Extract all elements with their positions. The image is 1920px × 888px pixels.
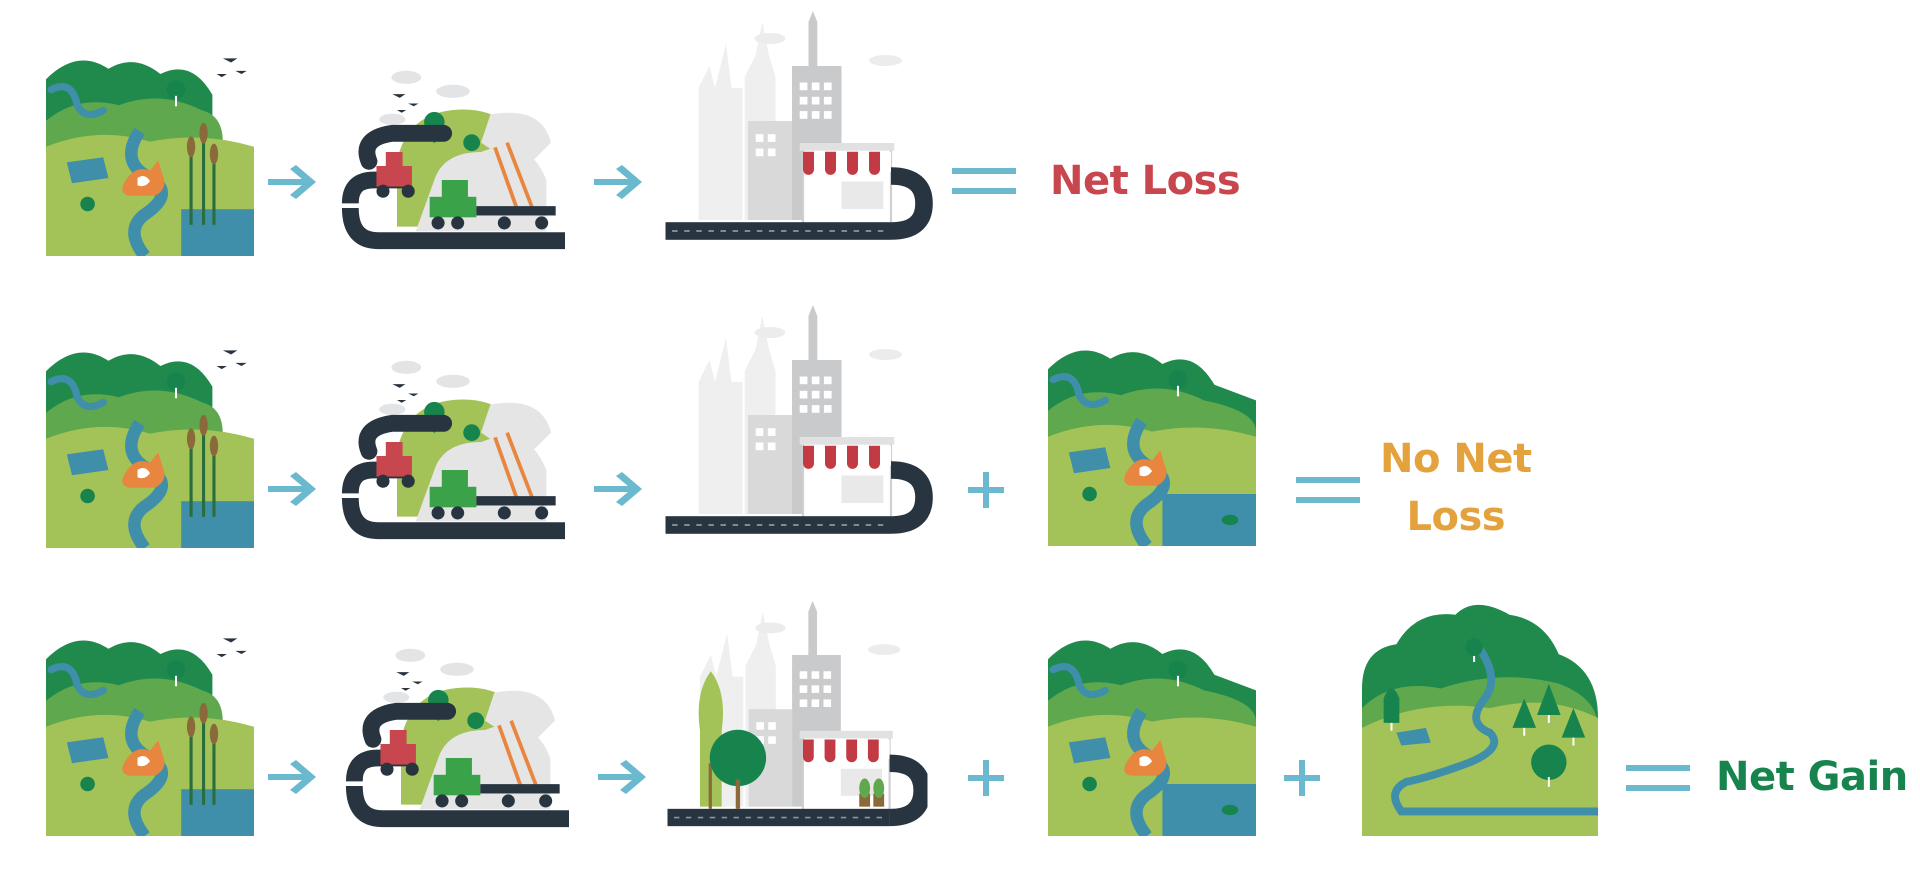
city-development-icon <box>660 0 935 264</box>
construction-land-clearing-icon <box>334 618 580 842</box>
equals-icon <box>1626 763 1690 793</box>
result-label-line: Loss <box>1406 494 1506 540</box>
result-label-line: Net Loss <box>1050 158 1241 204</box>
equals-icon <box>1296 475 1360 505</box>
arrow-right-icon <box>594 757 654 797</box>
restored-habitat-icon <box>1048 338 1256 546</box>
plus-icon <box>966 758 1006 798</box>
wetland-habitat-icon <box>46 48 254 256</box>
arrow-right-icon <box>264 757 324 797</box>
result-label-line: No Net <box>1380 436 1532 482</box>
arrow-right-icon <box>264 162 324 202</box>
construction-land-clearing-icon <box>330 330 576 554</box>
result-no-net-loss: No Net Loss <box>1380 430 1532 546</box>
new-forest-habitat-icon <box>1360 600 1600 836</box>
result-net-loss: Net Loss <box>1050 152 1241 210</box>
city-development-icon <box>660 294 935 558</box>
city-development-icon <box>660 590 935 850</box>
restored-habitat-icon <box>1048 628 1256 836</box>
construction-land-clearing-icon <box>330 40 576 264</box>
arrow-right-icon <box>590 162 650 202</box>
wetland-habitat-icon <box>46 628 254 836</box>
wetland-habitat-icon <box>46 340 254 548</box>
equals-icon <box>952 166 1016 196</box>
arrow-right-icon <box>264 469 324 509</box>
plus-icon <box>966 470 1006 510</box>
result-label-line: Net Gain <box>1716 754 1908 800</box>
plus-icon <box>1282 758 1322 798</box>
result-net-gain: Net Gain <box>1716 748 1908 806</box>
arrow-right-icon <box>590 469 650 509</box>
